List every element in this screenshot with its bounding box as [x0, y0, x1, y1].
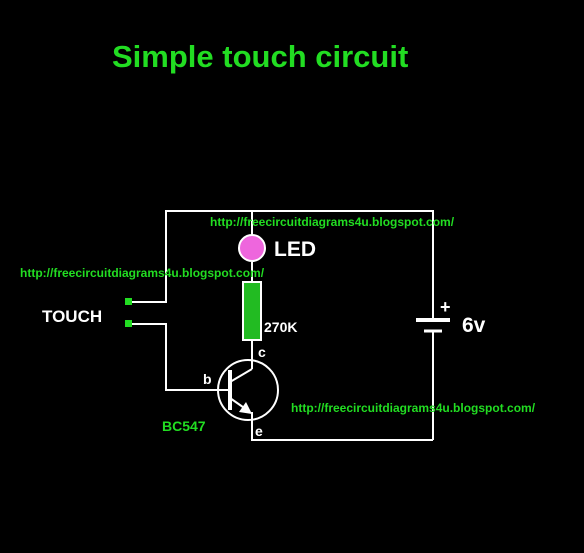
led-icon: [238, 234, 266, 262]
wire-top-loop: [130, 210, 434, 319]
transistor-model-label: BC547: [162, 418, 206, 434]
circuit-wires: [130, 210, 434, 441]
battery-plus-label: +: [440, 297, 451, 317]
transistor-icon: [217, 359, 279, 421]
touch-pad-upper: [125, 298, 132, 305]
transistor-emitter-label: e: [255, 423, 263, 439]
battery-voltage-label: 6v: [462, 314, 486, 337]
battery-icon: [416, 318, 450, 333]
diagram-title: Simple touch circuit: [112, 39, 408, 74]
watermark-url: http://freecircuitdiagrams4u.blogspot.co…: [210, 215, 455, 229]
transistor-base-label: b: [203, 371, 212, 387]
resistor-label: 270K: [264, 319, 297, 335]
watermark-url: http://freecircuitdiagrams4u.blogspot.co…: [20, 266, 265, 280]
transistor-collector-label: c: [258, 344, 266, 360]
wire-emitter-ground: [251, 412, 433, 441]
wire-touch-base: [130, 323, 228, 391]
led-label: LED: [274, 238, 316, 261]
resistor-icon: [242, 281, 262, 341]
touch-pad-lower: [125, 320, 132, 327]
touch-label: TOUCH: [42, 307, 102, 326]
watermark-url: http://freecircuitdiagrams4u.blogspot.co…: [291, 401, 536, 415]
